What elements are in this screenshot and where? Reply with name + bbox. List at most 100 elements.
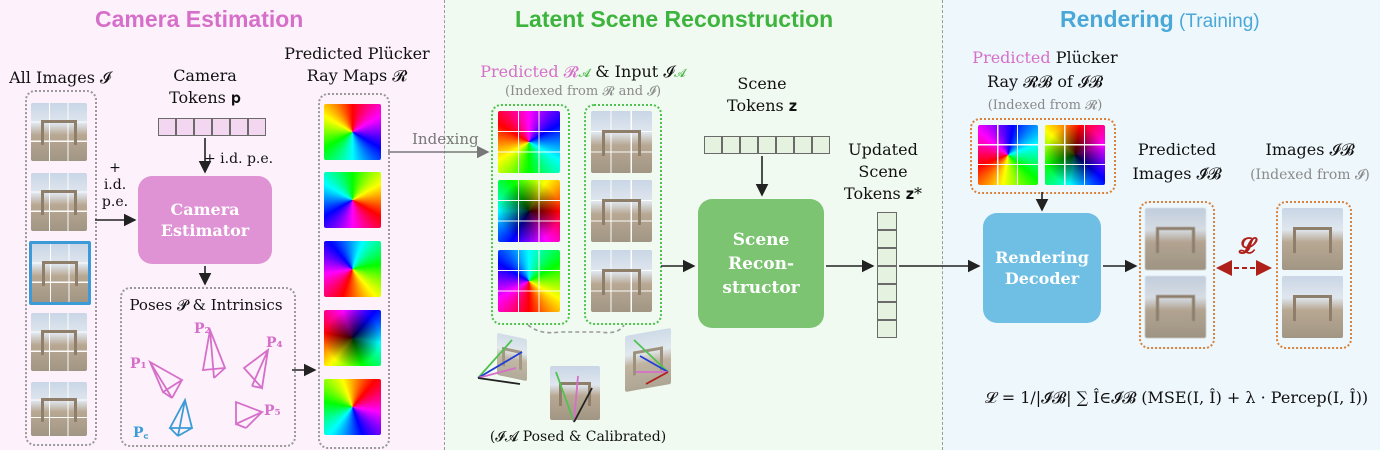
predicted-image-1 [1145, 208, 1206, 270]
ray-line-a1 [477, 339, 513, 379]
predicted-rays-label-2: Ray Maps 𝓡 [306, 66, 408, 85]
all-images-group [25, 90, 97, 446]
indexed-ray-1 [498, 111, 560, 173]
idpe-left-label-2: i.d. [103, 177, 127, 193]
rendering-decoder-line-1: Rendering [995, 248, 1089, 267]
predicted-input-sub-a: 𝓐 [578, 66, 591, 80]
camera-estimator-line-2: Estimator [160, 221, 250, 240]
updated-scene-tokens [877, 212, 897, 338]
scene-reconstructor-line-3: structor [722, 277, 800, 298]
pose-camera-p4 [242, 347, 270, 391]
scene-reconstructor-line-2: Recon- [727, 253, 795, 274]
ray-map-3 [324, 241, 381, 297]
indexed-rays-group [491, 104, 570, 325]
ray-line-b2 [573, 375, 579, 423]
panel-divider-1 [444, 0, 445, 450]
camera-tokens-label-1: Camera [173, 66, 237, 85]
indexed-image-3 [591, 250, 652, 312]
idpe-left-label-3: p.e. [101, 194, 129, 210]
pose-camera-pc [168, 397, 194, 437]
scene-reconstructor-line-1: Scene [732, 229, 790, 250]
render-ray-note: (Indexed from 𝓡) [987, 98, 1103, 113]
rendering-title-suffix: (Training) [1173, 11, 1260, 32]
predicted-images-label-2: Images 𝓘̂𝓑 [1132, 164, 1222, 183]
updated-tokens-label-3: Tokens 𝐳* [844, 184, 922, 203]
ray-line-c4 [645, 371, 669, 385]
render-ray-maps-group [970, 118, 1116, 194]
target-images-group [1276, 201, 1352, 349]
pose-label-pc: P꜀ [133, 425, 149, 441]
loss-formula: 𝓛 = 1/|𝓘̂𝓑| ∑ Î∈𝓘̂𝓑 (MSE(I, Î) + λ · Per… [985, 388, 1369, 407]
render-ray-label-predicted: Predicted [972, 48, 1051, 67]
target-image-1 [1282, 208, 1343, 270]
predicted-input-sub-b: 𝓐 [674, 66, 686, 80]
indexed-image-2 [591, 180, 652, 242]
ray-line-b1 [555, 371, 575, 423]
scene-tokens-label-1: Scene [737, 74, 787, 93]
predicted-images-group [1139, 201, 1215, 349]
ray-line-a2 [477, 351, 523, 379]
target-image-2 [1282, 276, 1343, 338]
ray-line-c1 [633, 339, 669, 373]
latent-reconstruction-title: Latent Scene Reconstruction [515, 6, 834, 32]
indexed-groups-brace [527, 324, 625, 334]
updated-tokens-label-1: Updated [848, 140, 918, 159]
pose-camera-p1 [148, 359, 184, 399]
updated-tokens-label-2: Scene [858, 162, 908, 181]
rendering-decoder-line-2: Decoder [1004, 269, 1080, 288]
scene-tokens [704, 136, 830, 154]
predicted-rays-label-1: Predicted Plücker [284, 44, 430, 63]
ray-map-5 [324, 379, 381, 435]
all-images-label: All Images 𝓘 [9, 68, 111, 87]
image-thumb-5 [31, 382, 87, 436]
ray-line-c2 [639, 355, 669, 373]
poses-intrinsics-group [120, 287, 296, 447]
ray-map-1 [324, 104, 381, 160]
posed-calibrated-note: (𝓘𝓐 Posed & Calibrated) [489, 429, 667, 445]
camera-estimation-title: Camera Estimation [95, 6, 304, 32]
pose-camera-p2 [201, 326, 227, 379]
image-thumb-2 [31, 173, 87, 231]
predicted-input-header: Predicted 𝓡𝓐 & Input 𝓘𝓐 [468, 62, 698, 83]
loss-symbol: 𝓛 [1239, 233, 1255, 259]
indexed-ray-3 [498, 250, 560, 312]
camera-tokens [158, 118, 266, 136]
scene-tokens-label-2: Tokens 𝐳 [727, 96, 797, 115]
ray-line-b3 [573, 387, 593, 423]
pose-label-p5: P₅ [264, 403, 281, 419]
pose-label-p2: P₂ [194, 321, 211, 337]
image-thumb-3-selected [29, 241, 91, 305]
pose-label-p4: P₄ [266, 335, 283, 351]
camera-tokens-label-2: Tokens 𝐩 [169, 88, 241, 107]
predicted-ray-maps-group [318, 93, 390, 449]
predicted-input-part-a: Predicted 𝓡 [480, 62, 579, 81]
render-ray-label-plucker: Plücker [1050, 48, 1118, 67]
render-ray-label-1: Predicted Plücker [960, 48, 1130, 67]
idpe-top-label: + i.d. p.e. [204, 151, 274, 167]
rendering-title: Rendering (Training) [1060, 6, 1260, 33]
rendering-title-main: Rendering [1060, 6, 1174, 32]
target-images-label: Images 𝓘𝓑 [1265, 140, 1355, 159]
indexed-from-note: (Indexed from 𝓡 and 𝓘) [504, 84, 662, 99]
camera-estimator-line-1: Camera [170, 200, 240, 219]
ray-map-2 [324, 172, 381, 228]
ray-line-a3 [477, 367, 517, 379]
predicted-images-label-1: Predicted [1137, 140, 1217, 159]
predicted-image-2 [1145, 276, 1206, 338]
pose-camera-p5 [235, 400, 265, 429]
image-thumb-4 [31, 313, 87, 371]
render-ray-map-2 [1045, 125, 1105, 185]
image-thumb-1 [31, 103, 87, 161]
idpe-left-label-1: + [109, 160, 121, 176]
panel-divider-2 [942, 0, 943, 450]
indexed-ray-2 [498, 180, 560, 242]
predicted-input-part-b: & Input 𝓘 [590, 62, 675, 81]
target-images-note: (Indexed from 𝓘) [1250, 167, 1370, 183]
ray-line-a4 [477, 377, 521, 385]
